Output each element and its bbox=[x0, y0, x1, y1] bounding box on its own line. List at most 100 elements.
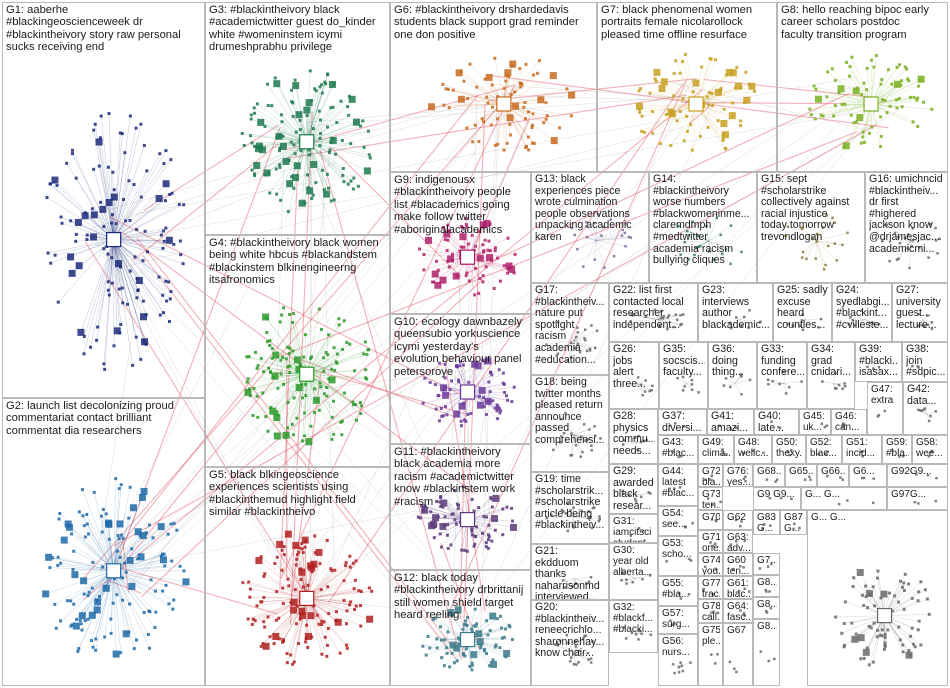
node bbox=[481, 280, 485, 284]
edge bbox=[446, 88, 504, 105]
node bbox=[303, 411, 307, 415]
edge bbox=[285, 384, 481, 611]
node bbox=[286, 365, 290, 369]
node bbox=[127, 179, 131, 183]
node bbox=[493, 246, 497, 250]
edge bbox=[113, 555, 162, 571]
node bbox=[445, 249, 449, 253]
edge bbox=[870, 85, 919, 105]
node bbox=[364, 376, 368, 380]
node bbox=[352, 403, 356, 407]
group-label: G36: doing thing... bbox=[712, 344, 744, 379]
node bbox=[328, 376, 336, 384]
edge bbox=[96, 239, 114, 341]
node bbox=[265, 340, 269, 344]
node bbox=[852, 87, 860, 95]
edge bbox=[491, 87, 499, 234]
node bbox=[504, 73, 508, 77]
node bbox=[491, 105, 495, 109]
group-panel-g6: G6: #blackintheivory drshardedavis stude… bbox=[390, 2, 597, 172]
node bbox=[153, 625, 157, 629]
node bbox=[311, 193, 315, 197]
node bbox=[558, 126, 562, 130]
group-label: G2: launch list decolonizing proud comme… bbox=[6, 400, 174, 437]
node bbox=[290, 422, 294, 426]
node bbox=[291, 114, 295, 118]
edge bbox=[92, 570, 114, 648]
node bbox=[82, 524, 86, 528]
node bbox=[275, 192, 279, 196]
edge bbox=[113, 239, 169, 283]
node bbox=[310, 355, 314, 359]
edge bbox=[101, 516, 114, 571]
node bbox=[294, 563, 298, 567]
node bbox=[447, 106, 451, 110]
node bbox=[524, 117, 528, 121]
group-label: G72: bla... bbox=[702, 466, 720, 487]
node bbox=[885, 111, 889, 115]
edge bbox=[108, 216, 473, 401]
node bbox=[354, 604, 358, 608]
edge bbox=[306, 580, 356, 599]
node bbox=[360, 404, 364, 408]
edge bbox=[281, 314, 307, 375]
edge bbox=[278, 131, 858, 358]
edge bbox=[306, 374, 357, 421]
edge bbox=[83, 88, 704, 600]
node bbox=[845, 60, 849, 64]
node bbox=[298, 363, 302, 367]
node bbox=[99, 514, 103, 518]
node bbox=[311, 127, 315, 131]
node bbox=[158, 313, 162, 317]
node bbox=[263, 173, 267, 177]
node bbox=[54, 626, 58, 630]
edge bbox=[93, 169, 114, 240]
node bbox=[162, 162, 166, 166]
node bbox=[353, 369, 357, 373]
node bbox=[506, 236, 510, 240]
node bbox=[713, 58, 717, 62]
node bbox=[320, 623, 324, 627]
node bbox=[158, 152, 162, 156]
node bbox=[139, 122, 143, 126]
edge bbox=[295, 85, 307, 142]
edge bbox=[281, 126, 869, 629]
node bbox=[355, 418, 359, 422]
node bbox=[275, 132, 283, 140]
node bbox=[721, 133, 725, 137]
node bbox=[271, 375, 275, 379]
node bbox=[89, 345, 93, 349]
group-label: G29: awarded black resear... bbox=[613, 466, 654, 512]
edge bbox=[306, 374, 333, 440]
node bbox=[366, 129, 370, 133]
node bbox=[315, 548, 323, 556]
edge bbox=[456, 248, 472, 492]
group-label: G32: #blackf... #blacki... bbox=[613, 602, 654, 635]
node bbox=[72, 602, 76, 606]
node bbox=[888, 104, 892, 108]
node bbox=[305, 438, 313, 446]
node bbox=[117, 287, 121, 291]
node bbox=[812, 84, 816, 88]
node bbox=[278, 163, 282, 167]
group-panel-g74: G74: you... bbox=[698, 553, 723, 576]
node bbox=[305, 99, 313, 107]
node bbox=[268, 370, 272, 374]
node bbox=[361, 119, 365, 123]
node bbox=[664, 113, 668, 117]
node bbox=[496, 417, 500, 421]
edge bbox=[306, 141, 365, 148]
node bbox=[291, 433, 295, 437]
node bbox=[895, 98, 899, 102]
edge bbox=[306, 598, 370, 620]
edge bbox=[108, 524, 114, 571]
node bbox=[162, 180, 170, 188]
node bbox=[248, 587, 252, 591]
node bbox=[848, 65, 852, 69]
node bbox=[502, 86, 506, 90]
edge bbox=[462, 537, 495, 615]
node bbox=[305, 623, 309, 627]
node bbox=[153, 589, 157, 593]
node bbox=[825, 95, 829, 99]
edge bbox=[113, 570, 174, 601]
